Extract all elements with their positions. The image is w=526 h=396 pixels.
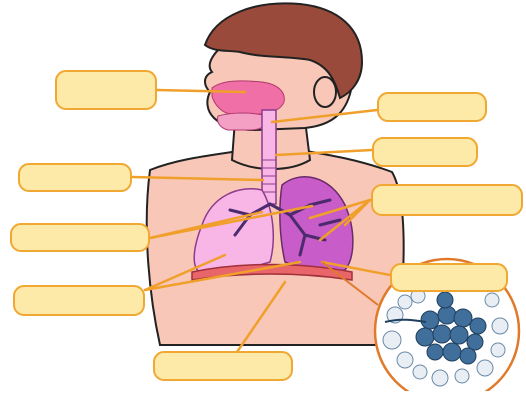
label-bronchi[interactable] — [371, 184, 523, 216]
label-nasal-cavity[interactable] — [55, 70, 157, 110]
label-diaphragm[interactable] — [153, 351, 293, 381]
label-pharynx[interactable] — [377, 92, 487, 122]
label-left-lung[interactable] — [10, 223, 150, 252]
ear — [314, 77, 336, 107]
label-alveoli[interactable] — [390, 263, 508, 292]
label-trachea[interactable] — [18, 163, 132, 192]
mouth-cavity — [217, 113, 268, 130]
label-larynx[interactable] — [372, 137, 478, 167]
nasal-cavity — [212, 81, 284, 114]
label-right-lung[interactable] — [13, 285, 145, 316]
trachea — [262, 110, 276, 204]
